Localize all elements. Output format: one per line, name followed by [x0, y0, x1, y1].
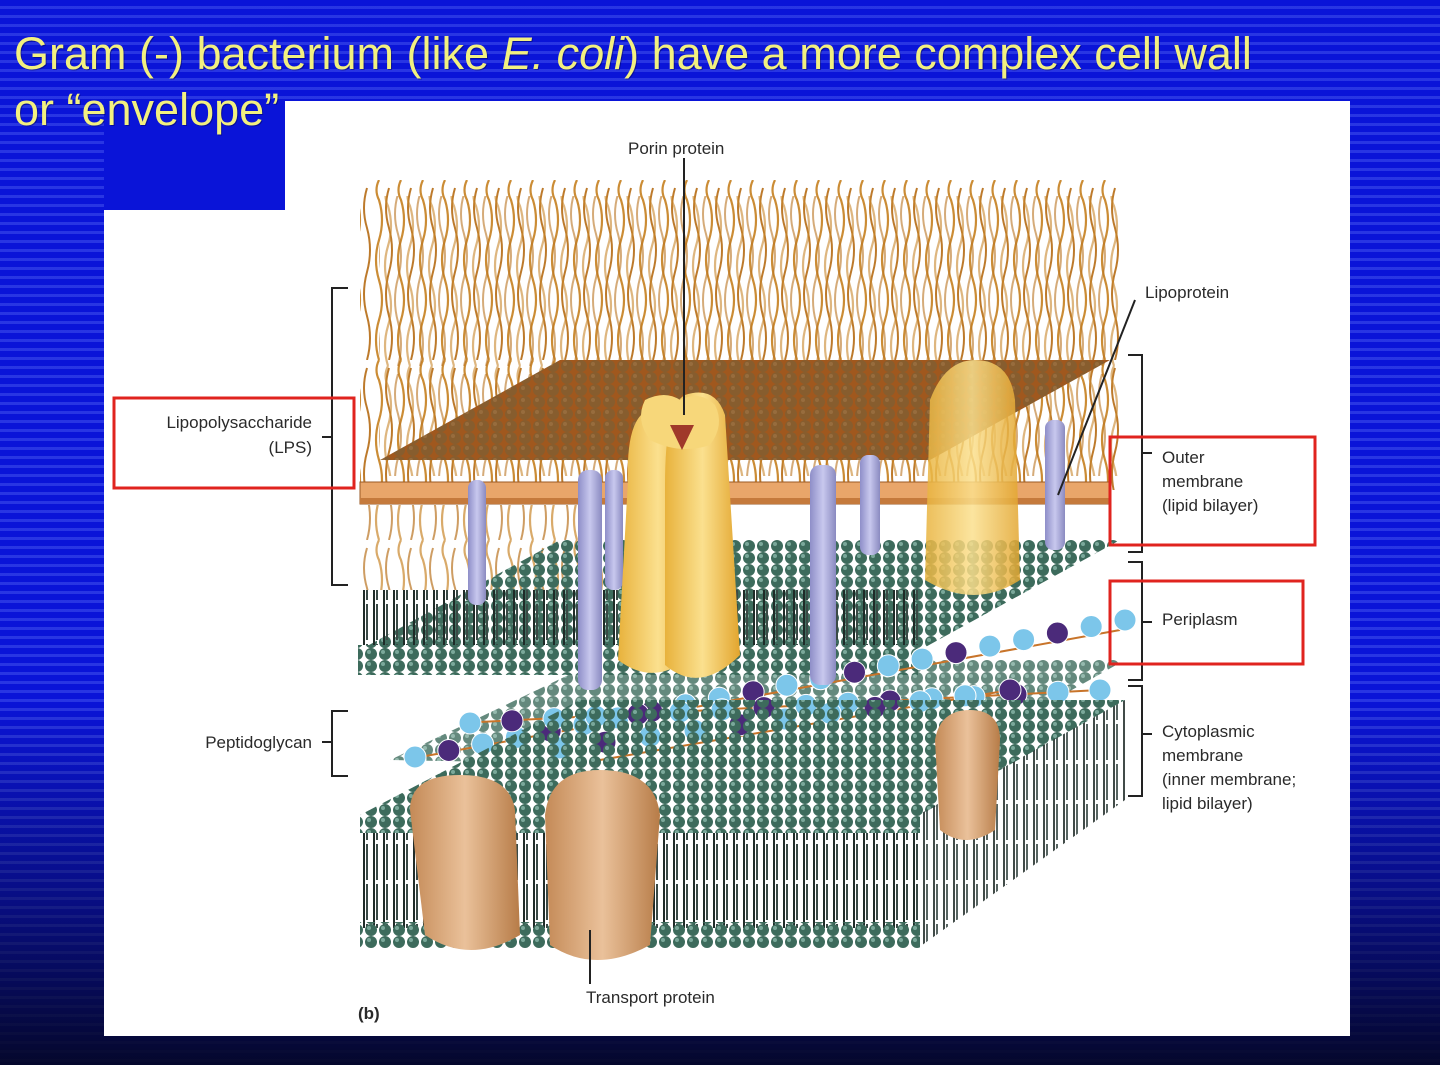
porin-protein [618, 360, 1020, 678]
peptide-bead [876, 654, 900, 678]
peptide-bead [775, 673, 799, 697]
label-porin-protein: Porin protein [628, 139, 724, 158]
peptide-bead [1045, 621, 1069, 645]
outer-membrane-highlight-box [1108, 435, 1317, 547]
label-lps-line2: (LPS) [269, 438, 312, 457]
title-part2: ) have a more complex cell wall [624, 28, 1252, 79]
peptide-bead [437, 739, 461, 762]
periplasm-highlight-box [1108, 579, 1305, 666]
brackets [322, 158, 1152, 984]
label-outer-membrane-line1: Outer [1162, 448, 1205, 467]
peptide-bead [998, 678, 1022, 702]
label-cytoplasmic-line2: membrane [1162, 746, 1243, 765]
peptide-bead [1046, 680, 1070, 704]
label-lipoprotein: Lipoprotein [1145, 283, 1229, 302]
title-overlay-box [104, 101, 285, 210]
label-outer-membrane-line2: membrane [1162, 472, 1243, 491]
lipoproteins [468, 420, 1065, 690]
peptide-bead [1012, 628, 1036, 652]
slide-title: Gram (-) bacterium (like E. coli) have a… [14, 26, 1394, 138]
peptide-bead [944, 641, 968, 665]
label-cytoplasmic-line1: Cytoplasmic [1162, 722, 1255, 741]
label-outer-membrane-line3: (lipid bilayer) [1162, 496, 1258, 515]
title-italic: E. coli [501, 28, 625, 79]
peptide-bead [1088, 678, 1112, 702]
slide-title-line1: Gram (-) bacterium (like E. coli) have a… [14, 26, 1394, 82]
label-panel-b: (b) [358, 1004, 380, 1023]
peptide-bead [1079, 615, 1103, 638]
peptide-bead [403, 745, 427, 769]
slide-title-line2: or “envelope” [14, 84, 280, 135]
label-cytoplasmic-line4: lipid bilayer) [1162, 794, 1253, 813]
label-periplasm: Periplasm [1162, 610, 1238, 629]
peptide-bead [843, 660, 866, 684]
title-part1: Gram (-) bacterium (like [14, 28, 502, 79]
label-lps-line1: Lipopolysaccharide [166, 413, 312, 432]
highlight-boxes [112, 396, 1317, 666]
peptide-bead [500, 709, 524, 733]
peptide-bead [910, 647, 934, 671]
label-cytoplasmic-line3: (inner membrane; [1162, 770, 1296, 789]
label-peptidoglycan: Peptidoglycan [205, 733, 312, 752]
peptide-bead [978, 634, 1002, 658]
peptide-bead [1113, 608, 1137, 632]
lps-highlight-box [112, 396, 356, 490]
label-transport-protein: Transport protein [586, 988, 715, 1007]
peptide-bead [458, 711, 482, 735]
transport-proteins [410, 710, 1000, 960]
